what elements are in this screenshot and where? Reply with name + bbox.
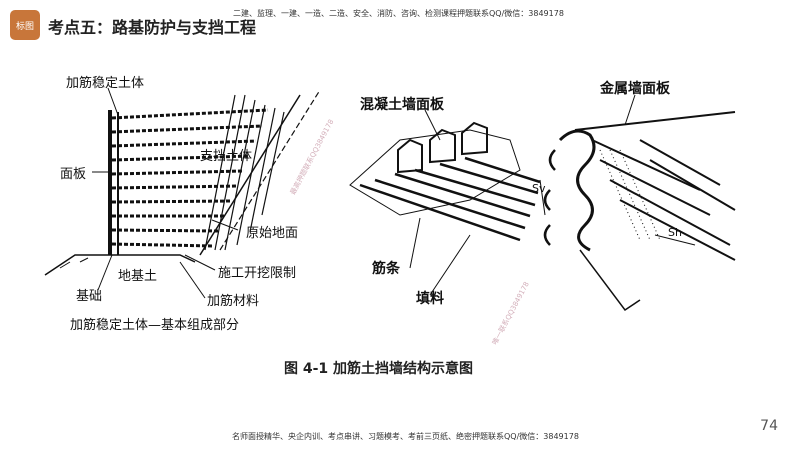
label-metal-panel: 金属墙面板 [600, 81, 670, 97]
label-fill: 填料 [416, 291, 444, 307]
right-diagram [539, 94, 736, 312]
label-concrete-panel: 混凝土墙面板 [360, 97, 444, 113]
fill-dots [599, 149, 661, 241]
page-number: 74 [760, 418, 778, 434]
label-retained-soil: 支挡土体 [200, 149, 253, 164]
label-original-ground: 原始地面 [246, 226, 299, 241]
page-title: 考点五：路基防护与支挡工程 [48, 18, 257, 37]
label-reinforcement-material: 加筋材料 [207, 294, 260, 309]
label-foundation-soil: 地基土 [118, 269, 158, 284]
label-sv: Sv [532, 182, 546, 195]
label-sh: Sh [668, 226, 682, 239]
label-panel: 面板 [60, 167, 87, 182]
label-strips: 筋条 [372, 261, 400, 277]
leader-lines [92, 87, 239, 299]
label-excavation-limit: 施工开挖限制 [218, 266, 297, 281]
dimension-lines [539, 94, 696, 246]
figure-caption: 图 4-1 加筋土挡墙结构示意图 [284, 361, 474, 377]
logo: 标图 [10, 10, 40, 40]
label-reinforced-body: 加筋稳定土体 [66, 76, 145, 91]
reinforcement-layers [111, 108, 269, 248]
label-subtitle: 加筋稳定土体—基本组成部分 [70, 318, 240, 333]
metal-strips [591, 139, 736, 261]
left-diagram [44, 87, 321, 299]
footer-ad-text: 名师面授精华、央企内训、考点串讲、习题模考、考前三页纸、绝密押题联系QQ/微信：… [232, 432, 579, 441]
header-ad-text: 二建、监理、一建、一造、二造、安全、消防、咨询、检测课程押题联系QQ/微信：38… [233, 9, 564, 18]
strips [359, 156, 541, 242]
label-base: 基础 [76, 289, 103, 304]
middle-leader-lines [409, 109, 471, 296]
middle-diagram [349, 109, 541, 296]
